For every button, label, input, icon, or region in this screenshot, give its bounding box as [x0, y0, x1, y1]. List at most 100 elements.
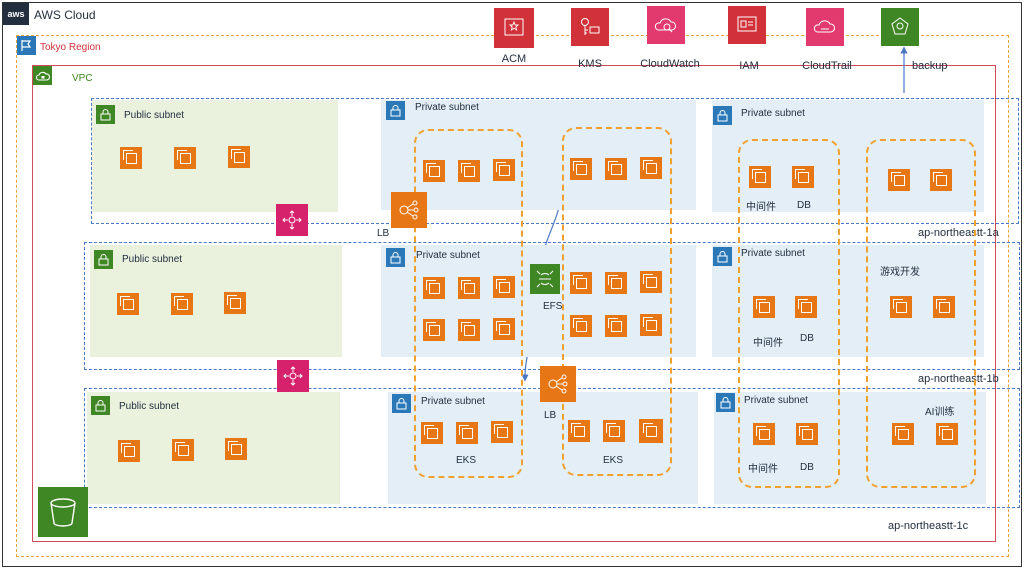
vpc-cloud-icon: [33, 66, 52, 85]
az-1a: [91, 98, 1019, 224]
db-label: DB: [800, 462, 814, 473]
ec2-instance-icon: [228, 146, 250, 168]
lock-icon: [716, 393, 735, 412]
private-subnet-1c-data: [714, 392, 986, 504]
game-dev-label: 游戏开发: [880, 267, 920, 278]
iam-label: IAM: [739, 60, 759, 72]
load-balancer-icon: [540, 366, 576, 402]
lb-label: LB: [544, 410, 557, 421]
public-subnet-1b-label: Public subnet: [122, 254, 183, 265]
ec2-instance-icon: [570, 315, 592, 337]
az-1b-label: ap-northeastt-1b: [918, 373, 999, 385]
workload-group: [866, 139, 976, 488]
backup-icon: [881, 8, 919, 46]
ec2-instance-icon: [888, 169, 910, 191]
vpc-boundary: [32, 65, 996, 542]
ec2-instance-icon: [174, 147, 196, 169]
ec2-instance-icon: [753, 296, 775, 318]
s3-bucket-icon: [38, 487, 88, 537]
lock-icon: [386, 101, 405, 120]
ec2-instance-icon: [930, 169, 952, 191]
lock-icon: [91, 396, 110, 415]
lock-icon: [96, 105, 115, 124]
private-subnet-1a-data: [712, 100, 984, 212]
ec2-instance-icon: [640, 314, 662, 336]
ec2-instance-icon: [936, 423, 958, 445]
lock-icon: [713, 106, 732, 125]
db-label: DB: [797, 200, 811, 211]
private-subnet-1c-eks: [388, 392, 698, 504]
ec2-instance-icon: [493, 276, 515, 298]
acm-label: ACM: [501, 53, 527, 65]
middleware-label: 中间件: [748, 464, 778, 475]
iam-icon: [728, 6, 766, 44]
ec2-instance-icon: [458, 277, 480, 299]
cloudwatch-label: CloudWatch: [640, 58, 700, 70]
efs-icon: [530, 264, 560, 294]
eks-label: EKS: [456, 455, 477, 466]
eks-cluster-right: [562, 127, 672, 476]
lock-icon: [386, 248, 405, 267]
ec2-instance-icon: [795, 296, 817, 318]
ec2-instance-icon: [493, 318, 515, 340]
load-balancer-icon: [391, 192, 427, 228]
kms-label: KMS: [578, 58, 602, 70]
ec2-instance-icon: [493, 159, 515, 181]
ec2-instance-icon: [458, 319, 480, 341]
ec2-instance-icon: [640, 157, 662, 179]
ec2-instance-icon: [570, 272, 592, 294]
middleware-label: 中间件: [753, 338, 783, 349]
ec2-instance-icon: [570, 158, 592, 180]
ec2-instance-icon: [792, 166, 814, 188]
ec2-instance-icon: [640, 271, 662, 293]
ai-training-label: AI训练: [925, 407, 955, 418]
private-subnet-1c-eks-label: Private subnet: [421, 396, 485, 407]
private-subnet-1c-data-label: Private subnet: [744, 395, 808, 406]
ec2-instance-icon: [456, 422, 478, 444]
public-subnet-1a-label: Public subnet: [124, 110, 185, 121]
acm-icon: [494, 8, 534, 48]
middleware-label: 中间件: [746, 202, 776, 213]
ec2-instance-icon: [605, 272, 627, 294]
private-subnet-1b-data-label: Private subnet: [741, 248, 805, 259]
aws-logo-icon: aws: [3, 3, 29, 25]
ec2-instance-icon: [423, 277, 445, 299]
efs-label: EFS: [543, 301, 563, 312]
vpc-label: VPC: [72, 73, 93, 84]
db-label: DB: [800, 333, 814, 344]
ec2-instance-icon: [749, 166, 771, 188]
kms-icon: [571, 8, 609, 46]
ec2-instance-icon: [224, 292, 246, 314]
ec2-instance-icon: [172, 439, 194, 461]
ec2-instance-icon: [605, 315, 627, 337]
cloudtrail-label: CloudTrail: [802, 60, 852, 72]
ec2-instance-icon: [890, 296, 912, 318]
ec2-instance-icon: [933, 296, 955, 318]
public-subnet-1c-label: Public subnet: [119, 401, 180, 412]
eks-cluster-left: [414, 129, 523, 478]
ec2-instance-icon: [423, 319, 445, 341]
lock-icon: [392, 394, 411, 413]
ec2-instance-icon: [225, 438, 247, 460]
az-1c-label: ap-northeastt-1c: [888, 520, 969, 532]
flag-icon: [17, 36, 36, 55]
private-subnet-1a-eks-label: Private subnet: [415, 102, 479, 113]
az-1a-label: ap-northeastt-1a: [918, 227, 999, 239]
ec2-instance-icon: [421, 422, 443, 444]
private-subnet-1a-eks: [381, 100, 696, 210]
nat-gateway-icon: [276, 204, 308, 236]
ec2-instance-icon: [117, 293, 139, 315]
ec2-instance-icon: [171, 293, 193, 315]
ec2-instance-icon: [753, 423, 775, 445]
ec2-instance-icon: [120, 147, 142, 169]
aws-cloud-label: AWS Cloud: [34, 8, 96, 22]
ec2-instance-icon: [639, 419, 663, 443]
ec2-instance-icon: [423, 160, 445, 182]
private-subnet-1a-data-label: Private subnet: [741, 108, 805, 119]
ec2-instance-icon: [568, 420, 590, 442]
ec2-instance-icon: [796, 423, 818, 445]
ec2-instance-icon: [458, 160, 480, 182]
ec2-instance-icon: [605, 158, 627, 180]
lock-icon: [713, 247, 732, 266]
